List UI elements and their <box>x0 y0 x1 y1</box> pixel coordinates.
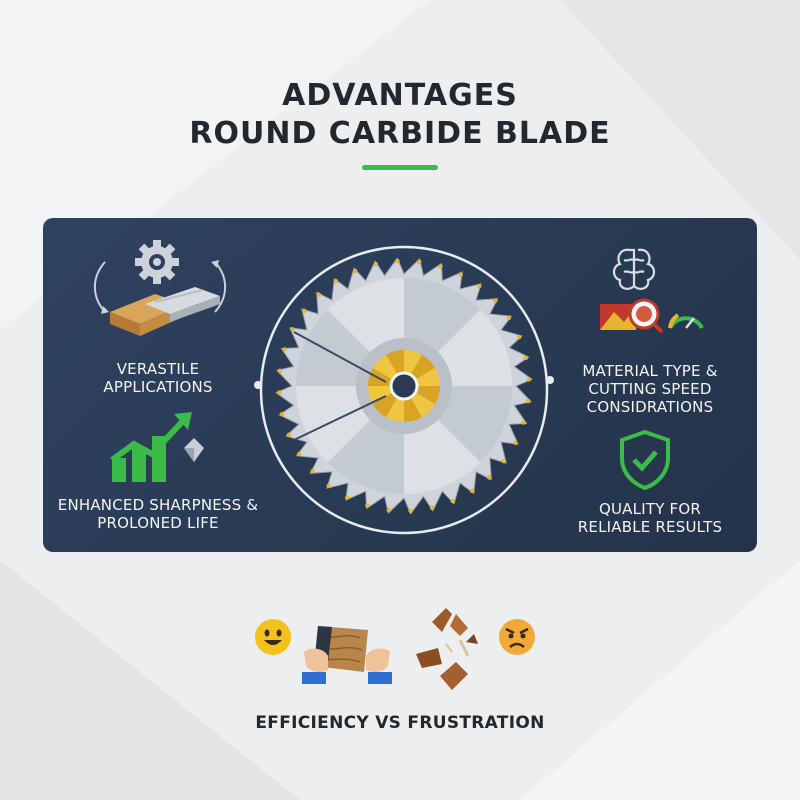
quality-label-1: QUALITY FOR <box>599 500 701 518</box>
material-label-2: CUTTING SPEED <box>588 380 712 398</box>
material-label-3: CONSIDRATIONS <box>586 398 714 416</box>
material-label-1: MATERIAL TYPE & <box>582 362 718 380</box>
title-line-1: ADVANTAGES <box>282 78 518 113</box>
gear-wood-plank-icon <box>93 240 227 336</box>
broken-wood-icon <box>416 608 478 690</box>
versatile-label-1: VERASTILE <box>116 360 200 378</box>
sharpness-label-2: PROLONED LIFE <box>97 514 219 532</box>
growth-chart-icon <box>110 412 204 482</box>
quality-label-2: RELIABLE RESULTS <box>577 518 723 536</box>
versatile-label-2: APPLICATIONS <box>103 378 213 396</box>
title-underline <box>362 165 438 170</box>
shield-check-icon <box>620 429 670 491</box>
sharpness-label-1: ENHANCED SHARPNESS & <box>57 496 259 514</box>
carbide-saw-blade-icon <box>254 245 554 535</box>
angry-face-icon <box>499 619 535 655</box>
comparison-caption: EFFICIENCY VS FRUSTRATION <box>255 713 545 733</box>
brain-magnifier-gauge-icon <box>600 248 704 334</box>
happy-face-icon <box>255 619 291 655</box>
hands-holding-wood-icon <box>302 626 392 684</box>
title-line-2: ROUND CARBIDE BLADE <box>189 116 611 151</box>
